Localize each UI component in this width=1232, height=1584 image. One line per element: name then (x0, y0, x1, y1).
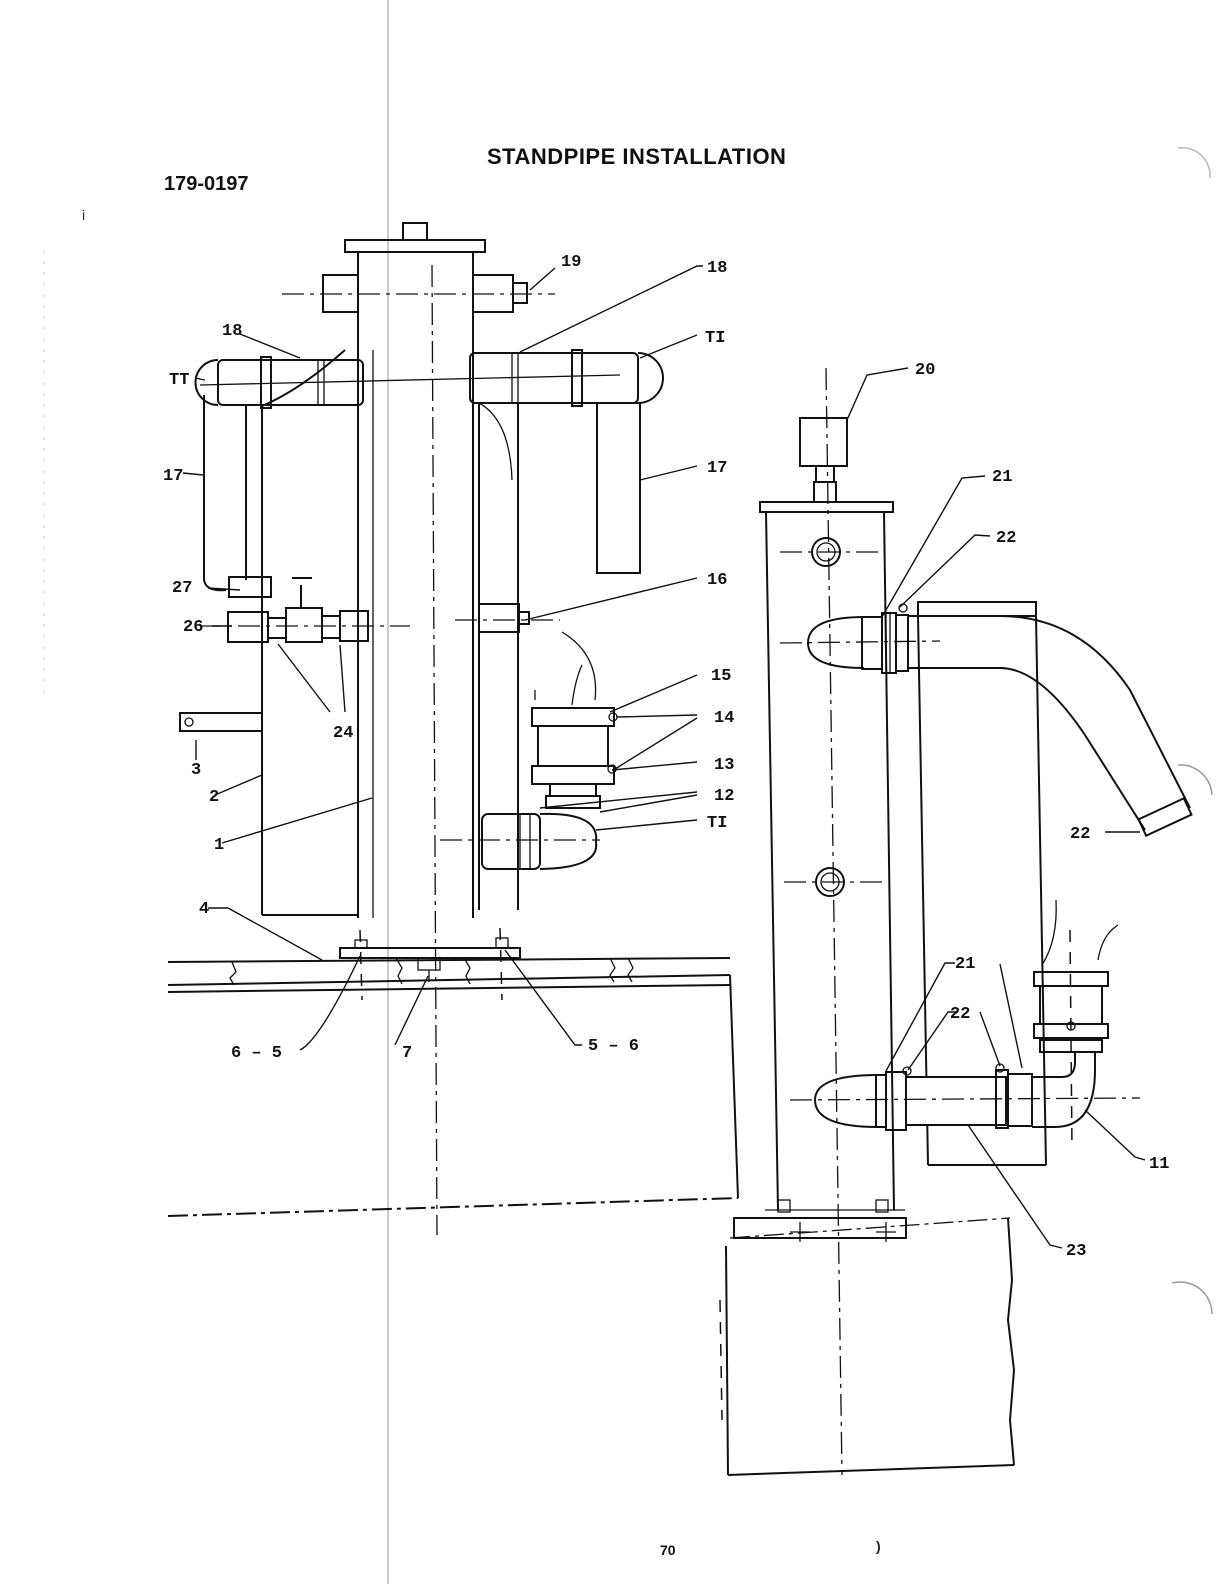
callout-21-upper: 21 (992, 468, 1012, 487)
callout-7: 7 (402, 1044, 412, 1063)
callout-labels: 19 18 18 TT TI 17 17 16 27 26 24 15 14 1… (163, 253, 1169, 1261)
callout-15: 15 (711, 667, 731, 686)
elbow-lower (539, 812, 598, 870)
callout-22-bend: 22 (1070, 825, 1090, 844)
right-side-view (719, 367, 1193, 1476)
down-pipe-right (596, 402, 641, 574)
callout-5-6: 5 – 6 (588, 1037, 639, 1056)
callout-22-lower: 22 (950, 1005, 970, 1024)
callout-23: 23 (1066, 1242, 1086, 1261)
valve-body (285, 607, 323, 643)
top-flange (344, 239, 486, 253)
leader-lines (182, 265, 1146, 1249)
callout-17-right: 17 (707, 459, 727, 478)
callout-21-lower: 21 (955, 955, 975, 974)
callout-ti-upper: TI (705, 329, 725, 348)
top-cap (402, 222, 428, 241)
callout-12: 12 (714, 787, 734, 806)
page-number: 70 (660, 1542, 676, 1558)
fitting-27 (228, 576, 272, 598)
page-artifacts (43, 0, 1213, 1584)
callout-13: 13 (714, 756, 734, 775)
elbow-left (194, 359, 219, 406)
callout-4: 4 (199, 900, 209, 919)
callout-26: 26 (183, 618, 203, 637)
callout-18-right: 18 (707, 259, 727, 278)
base-plate (339, 947, 521, 959)
callout-20: 20 (915, 361, 935, 380)
footer-mark: ) (876, 1538, 881, 1554)
callout-3: 3 (191, 761, 201, 780)
callout-19: 19 (561, 253, 581, 272)
elbow-right (637, 352, 664, 404)
callout-ti-lower: TI (707, 814, 727, 833)
callout-2: 2 (209, 788, 219, 807)
stray-mark: i (82, 207, 86, 223)
callout-22-upper: 22 (996, 529, 1016, 548)
callout-tt: TT (169, 371, 189, 390)
callout-24: 24 (333, 724, 353, 743)
document-number: 179-0197 (164, 173, 249, 195)
page-title: STANDPIPE INSTALLATION (487, 144, 787, 169)
callout-6-5: 6 – 5 (231, 1044, 282, 1063)
callout-14: 14 (714, 709, 734, 728)
callout-27: 27 (172, 579, 192, 598)
left-elevation-view (167, 222, 739, 1236)
callout-17-left: 17 (163, 467, 183, 486)
callout-11: 11 (1149, 1155, 1169, 1174)
centerline-vertical (431, 264, 438, 1236)
callout-18-left: 18 (222, 322, 242, 341)
callout-1: 1 (214, 836, 224, 855)
callout-16: 16 (707, 571, 727, 590)
